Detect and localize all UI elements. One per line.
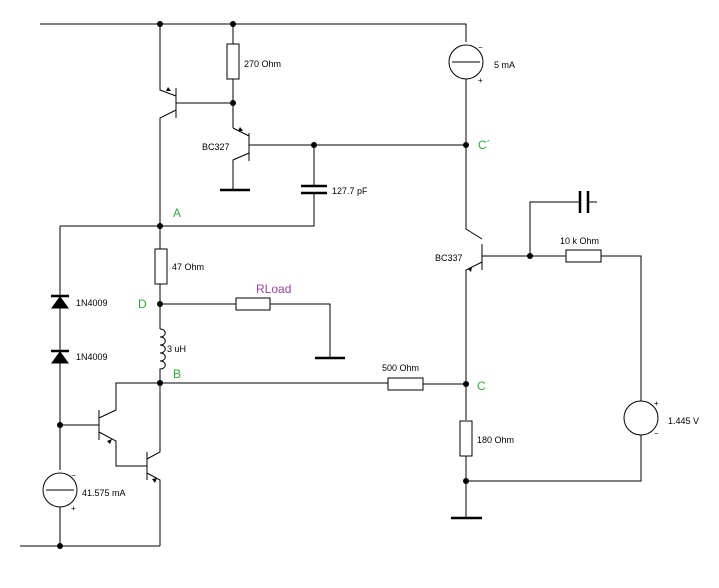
junction-dot <box>57 543 63 549</box>
svg-text:−: − <box>71 471 76 480</box>
resistor-500 <box>387 377 424 391</box>
current-source-bottom-label: 41.575 mA <box>82 488 126 498</box>
resistor-500-label: 500 Ohm <box>382 363 419 373</box>
resistor-10k-label: 10 k Ohm <box>560 236 599 246</box>
resistor-270 <box>226 43 240 80</box>
wire <box>601 255 642 401</box>
wire <box>60 193 315 227</box>
resistor-180 <box>459 420 473 457</box>
transistor-bc337 <box>465 145 566 420</box>
resistor-180-label: 180 Ohm <box>477 435 514 445</box>
svg-text:+: + <box>478 76 483 85</box>
node-b: B <box>173 367 181 381</box>
node-c: C <box>477 379 486 393</box>
inductor <box>159 328 166 383</box>
transistor-darlington-output <box>146 383 161 546</box>
svg-text:−: − <box>478 43 483 52</box>
transistor-darlington-input <box>60 382 160 467</box>
bc337-label: BC337 <box>435 253 463 263</box>
resistor-47 <box>154 248 168 285</box>
rload-label: RLoad <box>256 282 291 296</box>
node-a: A <box>173 206 181 220</box>
diode-2 <box>51 349 69 364</box>
resistor-10k <box>565 249 602 263</box>
svg-text:−: − <box>654 429 659 438</box>
current-source-bottom: − + <box>42 471 78 513</box>
bc327-label: BC327 <box>202 142 230 152</box>
resistor-47-label: 47 Ohm <box>172 262 204 272</box>
node-c-prime: C´ <box>478 138 491 152</box>
top-rail-wire <box>40 23 467 42</box>
resistor-rload <box>235 297 271 311</box>
junction-dot <box>463 478 469 484</box>
capacitor-label: 127.7 pF <box>332 186 368 196</box>
current-source-top: − + <box>448 43 484 145</box>
current-source-top-label: 5 mA <box>494 60 515 70</box>
inductor-label: 3 uH <box>167 344 186 354</box>
wire <box>466 435 642 482</box>
node-d: D <box>138 297 147 311</box>
transistor-pnp-upper-left <box>159 24 233 226</box>
diode-1-label: 1N4009 <box>76 298 108 308</box>
transistor-bc327 <box>220 127 466 192</box>
wire <box>529 201 580 256</box>
svg-text:+: + <box>71 504 76 513</box>
resistor-270-label: 270 Ohm <box>244 59 281 69</box>
svg-text:+: + <box>654 399 659 408</box>
diode-2-label: 1N4009 <box>76 352 108 362</box>
wire <box>270 303 331 357</box>
voltage-source-label: 1.445 V <box>668 416 699 426</box>
voltage-source: + − <box>623 399 659 438</box>
diode-1 <box>51 294 69 309</box>
